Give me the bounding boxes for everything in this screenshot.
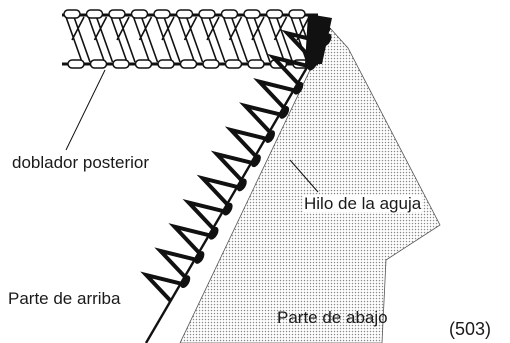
label-parte-de-arriba: Parte de arriba [8, 289, 121, 308]
stitch-knot [279, 106, 290, 119]
v-stitch [267, 53, 309, 85]
stitch-knot [194, 251, 205, 264]
v-stitch [168, 223, 210, 254]
stitch-knot [180, 275, 191, 289]
figure-number: (503) [449, 319, 492, 339]
v-stitch [239, 102, 281, 133]
v-stitch [224, 126, 266, 158]
stitch-knot [265, 130, 275, 143]
needle-thread-stitches [140, 29, 332, 303]
stitch-knot [236, 178, 247, 192]
stitch-knot [222, 202, 233, 216]
v-stitch [253, 78, 295, 109]
folder-band [62, 9, 332, 69]
v-stitch [154, 247, 196, 279]
label-doblador-posterior: doblador posterior [12, 153, 150, 172]
stitch-knot [307, 57, 318, 71]
v-stitch [182, 198, 224, 230]
stitch-knot [208, 226, 219, 240]
v-stitch [140, 271, 182, 303]
fabric-bottom-side [179, 27, 441, 343]
hilo-leader-line [289, 159, 319, 193]
stitch-knot [250, 154, 261, 168]
stitch-knot [293, 81, 304, 95]
stitch-knot [321, 33, 332, 47]
v-stitch [196, 174, 238, 206]
doblador-leader-line [65, 69, 106, 151]
v-stitch [281, 29, 323, 61]
label-hilo-de-la-aguja: Hilo de la aguja [303, 194, 423, 213]
v-stitch [210, 150, 252, 182]
label-parte-de-abajo: Parte de abajo [277, 308, 388, 327]
